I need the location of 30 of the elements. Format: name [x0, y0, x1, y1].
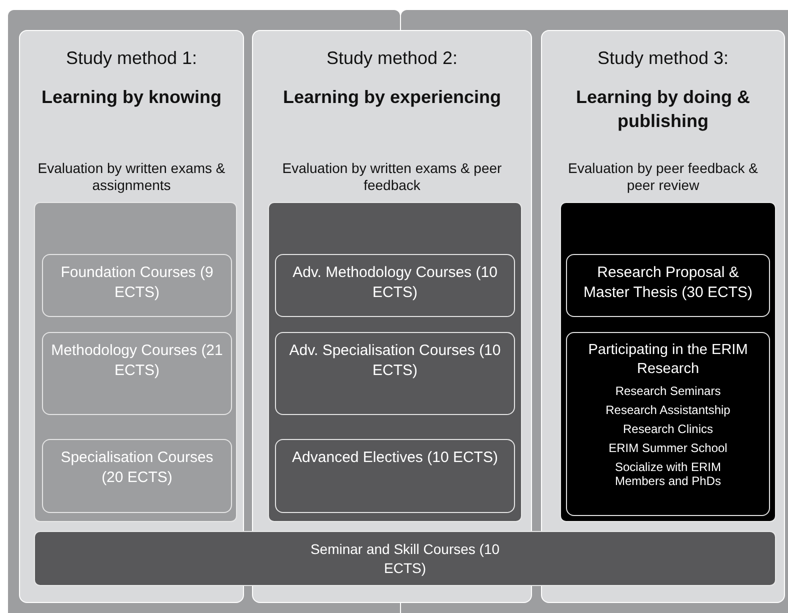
- course-box: Foundation Courses (9 ECTS): [42, 254, 232, 317]
- course-box: Research Proposal & Master Thesis (30 ECTS): [566, 254, 770, 317]
- evaluation-text: Evaluation by peer feedback & peer review: [567, 160, 759, 194]
- course-bar: Seminar and Skill Courses (10 ECTS): [34, 531, 776, 586]
- course-box: [566, 332, 770, 516]
- course-box: Methodology Courses (21 ECTS): [42, 332, 232, 415]
- activity-item: ERIM Summer School: [608, 441, 728, 455]
- evaluation-text: Evaluation by written exams & assignments: [36, 160, 226, 194]
- method-title: Learning by doing & publishing: [575, 86, 751, 133]
- activity-heading: Participating in the ERIM Research: [587, 341, 749, 379]
- method-number: Study method 3:: [596, 47, 730, 70]
- course-group-panel: [268, 202, 522, 522]
- method-number: Study method 2:: [325, 47, 459, 70]
- column-card: [252, 30, 532, 603]
- method-title: Learning by experiencing: [282, 86, 502, 109]
- activity-item: Research Clinics: [622, 422, 714, 436]
- method-title: Learning by knowing: [40, 86, 222, 109]
- course-box: Adv. Specialisation Courses (10 ECTS): [275, 332, 515, 415]
- course-box: Adv. Methodology Courses (10 ECTS): [275, 254, 515, 317]
- course-box: Specialisation Courses (20 ECTS): [42, 439, 232, 513]
- evaluation-text: Evaluation by written exams & peer feedback: [281, 160, 503, 194]
- method-number: Study method 1:: [64, 47, 198, 70]
- column-card: [541, 30, 785, 603]
- course-group-panel: [560, 202, 776, 522]
- course-group-panel: [34, 202, 237, 522]
- activity-item: Research Seminars: [614, 384, 722, 398]
- course-box: Advanced Electives (10 ECTS): [275, 439, 515, 513]
- activity-item: Research Assistantship: [604, 403, 732, 417]
- column-card: [19, 30, 244, 603]
- activity-item: Socialize with ERIM Members and PhDs: [614, 460, 722, 488]
